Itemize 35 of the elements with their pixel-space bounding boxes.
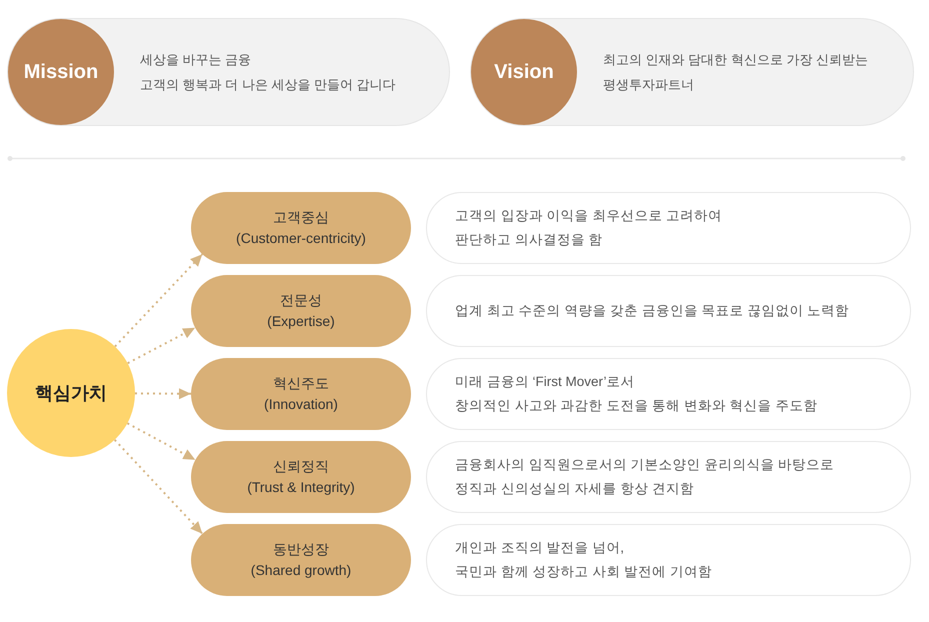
dotted-arrow xyxy=(126,422,196,461)
title-circle: Mission xyxy=(8,19,114,125)
hub-circle: 핵심가치 xyxy=(7,329,135,457)
value-pill xyxy=(191,192,411,264)
description-text: 금융회사의 임직원으로서의 기본소양인 윤리의식을 바탕으로 xyxy=(455,456,834,474)
pill-subtitle: (Trust & Integrity) xyxy=(247,478,355,497)
slogan-text: 최고의 인재와 담대한 혁신으로 가장 신뢰받는 xyxy=(603,51,868,69)
slogan-text: 고객의 행복과 더 나은 세상을 만들어 갑니다 xyxy=(140,76,396,94)
description-text: 창의적인 사고와 과감한 도전을 통해 변화와 혁신을 주도함 xyxy=(455,397,818,415)
value-pill xyxy=(191,441,411,513)
description-text: 정직과 신의성실의 자세를 항상 견지함 xyxy=(455,480,694,498)
pill-title: 혁신주도 xyxy=(273,374,329,393)
dotted-arrow xyxy=(135,388,191,400)
dotted-arrow xyxy=(114,439,204,534)
description-text: 판단하고 의사결정을 함 xyxy=(455,231,603,249)
pill-subtitle: (Customer-centricity) xyxy=(236,229,366,248)
description-text: 업계 최고 수준의 역량을 갖춘 금융인을 목표로 끊임없이 노력함 xyxy=(455,302,850,320)
dotted-arrow xyxy=(127,326,196,364)
value-pill xyxy=(191,275,411,347)
pill-title: 동반성장 xyxy=(273,540,329,559)
slogan-text: 세상을 바꾸는 금융 xyxy=(140,51,252,69)
dotted-arrow xyxy=(114,254,204,348)
slogan-text: 평생투자파트너 xyxy=(603,76,694,94)
description-text: 고객의 입장과 이익을 최우선으로 고려하여 xyxy=(455,207,722,225)
description-text: 미래 금융의 ‘First Mover’로서 xyxy=(455,373,635,391)
pill-subtitle: (Expertise) xyxy=(267,312,335,331)
pill-title: 고객중심 xyxy=(273,208,329,227)
description-text: 국민과 함께 성장하고 사회 발전에 기여함 xyxy=(455,563,712,581)
pill-subtitle: (Innovation) xyxy=(264,395,338,414)
pill-title: 신뢰정직 xyxy=(273,457,329,476)
value-pill xyxy=(191,524,411,596)
description-text: 개인과 조직의 발전을 넘어, xyxy=(455,539,624,557)
title-circle: Vision xyxy=(471,19,577,125)
pill-subtitle: (Shared growth) xyxy=(250,561,352,580)
pill-title: 전문성 xyxy=(280,291,322,310)
